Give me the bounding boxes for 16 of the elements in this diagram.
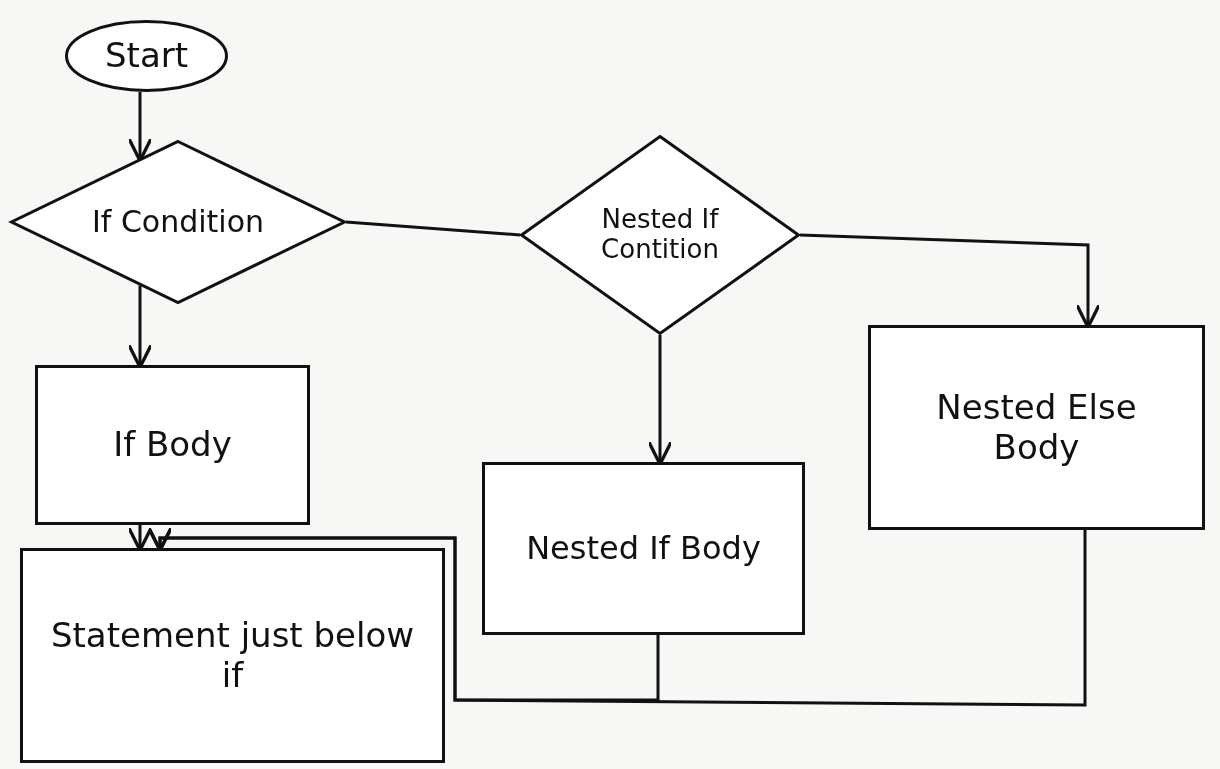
arrow [147, 526, 1087, 707]
node-label: Nested Else Body [935, 388, 1138, 467]
process-box [20, 548, 445, 763]
node-label: Nested If Contition [600, 205, 720, 265]
node-label: Nested If Body [526, 530, 761, 567]
node-label: If Condition [91, 204, 265, 240]
process-box [482, 462, 805, 635]
node-label: If Body [113, 425, 232, 465]
decision-diamond [520, 135, 800, 335]
decision-diamond [10, 140, 346, 304]
terminal-oval [65, 20, 228, 92]
node-label: Start [104, 36, 189, 76]
connector-line [345, 220, 521, 237]
node-label: Statement just below if [49, 616, 416, 695]
process-box [868, 325, 1205, 530]
process-box [35, 365, 310, 525]
